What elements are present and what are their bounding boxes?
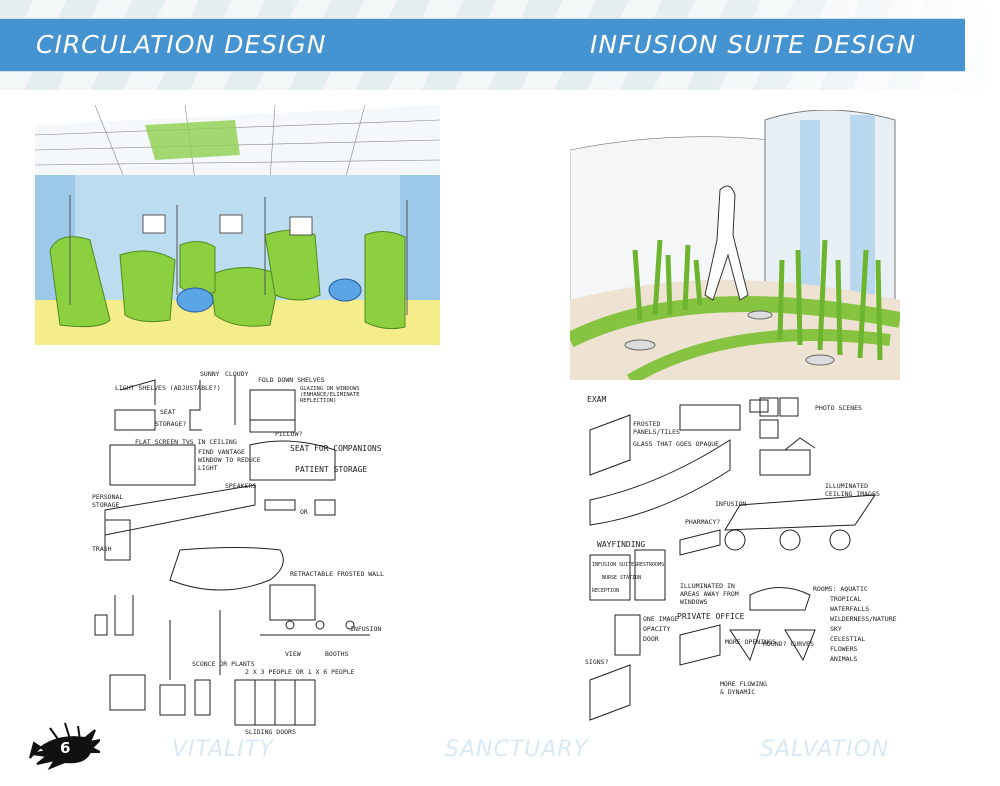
- sketch-note: CLOUDY: [225, 370, 249, 378]
- sketch-note: OPACITY: [643, 625, 671, 633]
- sketch-note: PRIVATE OFFICE: [677, 612, 745, 621]
- page-number: 6: [60, 739, 71, 757]
- sketch-note: PERSONAL STORAGE: [92, 493, 124, 509]
- sketch-note: SKY: [830, 625, 842, 633]
- sketch-note: SEAT FOR COMPANIONS: [290, 444, 382, 453]
- sketch-note: INFUSION: [715, 500, 747, 508]
- sketch-note: INFUSION: [350, 625, 382, 633]
- sketch-note: GLASS THAT GOES OPAQUE: [633, 440, 720, 448]
- sketch-note: PHOTO SCENES: [815, 404, 862, 412]
- sketch-note: WATERFALLS: [830, 605, 870, 613]
- sketch-note: RECEPTION: [592, 588, 620, 594]
- sketch-note: STORAGE?: [155, 420, 187, 428]
- footer-word-sanctuary: SANCTUARY: [445, 737, 589, 762]
- sketch-note: LIGHT SHELVES (ADJUSTABLE?): [115, 384, 221, 392]
- sketch-note: FROSTED PANELS/TILES: [633, 420, 680, 436]
- sketch-note: DOOR: [643, 635, 659, 643]
- infusion-suite-sketches: EXAM FROSTED PANELS/TILES GLASS THAT GOE…: [585, 390, 905, 730]
- sketch-note: ILLUMINATED CEILING IMAGES: [825, 482, 880, 498]
- sketch-note: SEAT: [160, 408, 176, 416]
- sketch-note: SPEAKERS: [225, 482, 257, 490]
- sketch-note: MORE OPENINGS: [725, 638, 776, 646]
- sketch-note: OR: [300, 508, 308, 516]
- header-banner: CIRCULATION DESIGN INFUSION SUITE DESIGN: [0, 18, 965, 72]
- sketch-note: RESTROOMS: [637, 562, 665, 568]
- sketch-note: EXAM: [587, 395, 607, 404]
- sketch-note: GLAZING ON WINDOWS (ENHANCE/ELIMINATE RE…: [300, 386, 360, 404]
- sketch-note: ROUND? CURVES: [763, 640, 814, 648]
- sketch-note: ONE IMAGE: [643, 615, 679, 623]
- left-page-title: CIRCULATION DESIGN: [36, 30, 327, 59]
- sketch-note: INFUSION SUITES: [592, 562, 638, 568]
- sketch-note: CELESTIAL: [830, 635, 866, 643]
- sketch-note: ROOMS: AQUATIC: [813, 585, 868, 593]
- sketch-note: TROPICAL: [830, 595, 862, 603]
- porcupine-logo-icon: [29, 722, 100, 770]
- footer-word-salvation: SALVATION: [760, 737, 890, 762]
- sketch-note: VIEW: [285, 650, 301, 658]
- sketch-note: FOLD DOWN SHELVES: [258, 376, 325, 384]
- sketch-note: PILLOW?: [275, 430, 303, 438]
- sketch-note: MORE FLOWING & DYNAMIC: [720, 680, 767, 696]
- right-page-title: INFUSION SUITE DESIGN: [590, 30, 917, 59]
- sketch-note: NURSE STATION: [602, 575, 642, 581]
- sketch-note: ILLUMINATED IN AREAS AWAY FROM WINDOWS: [680, 582, 739, 606]
- sketch-note: TRASH: [92, 545, 112, 553]
- sketch-note: SLIDING DOORS: [245, 728, 296, 736]
- sketch-note: WILDERNESS/NATURE: [830, 615, 897, 623]
- circulation-sketches: LIGHT SHELVES (ADJUSTABLE?) SEAT STORAGE…: [90, 360, 390, 740]
- sketch-note: 2 x 3 PEOPLE OR 1 x 6 PEOPLE: [245, 668, 355, 676]
- sketch-note: FLOWERS: [830, 645, 858, 653]
- sketch-note: WAYFINDING: [597, 540, 646, 549]
- sketch-note: FIND VANTAGE WINDOW TO REDUCE LIGHT: [198, 448, 261, 472]
- sketch-note: SUNNY: [200, 370, 220, 378]
- footer-word-vitality: VITALITY: [172, 737, 274, 762]
- sketch-note: SIGNS?: [585, 658, 609, 666]
- sketch-note: PHARMACY?: [685, 518, 721, 526]
- sketch-note: RETRACTABLE FROSTED WALL: [290, 570, 384, 578]
- sketch-note: ANIMALS: [830, 655, 858, 663]
- sketch-note: FLAT SCREEN TVs IN CEILING: [135, 438, 237, 446]
- circulation-rendering: [35, 105, 440, 345]
- sketch-note: BOOTHS: [325, 650, 349, 658]
- infusion-suite-rendering: [570, 110, 900, 380]
- sketch-note: SCONCE OR PLANTS: [192, 660, 255, 668]
- sketch-note: PATIENT STORAGE: [295, 465, 368, 474]
